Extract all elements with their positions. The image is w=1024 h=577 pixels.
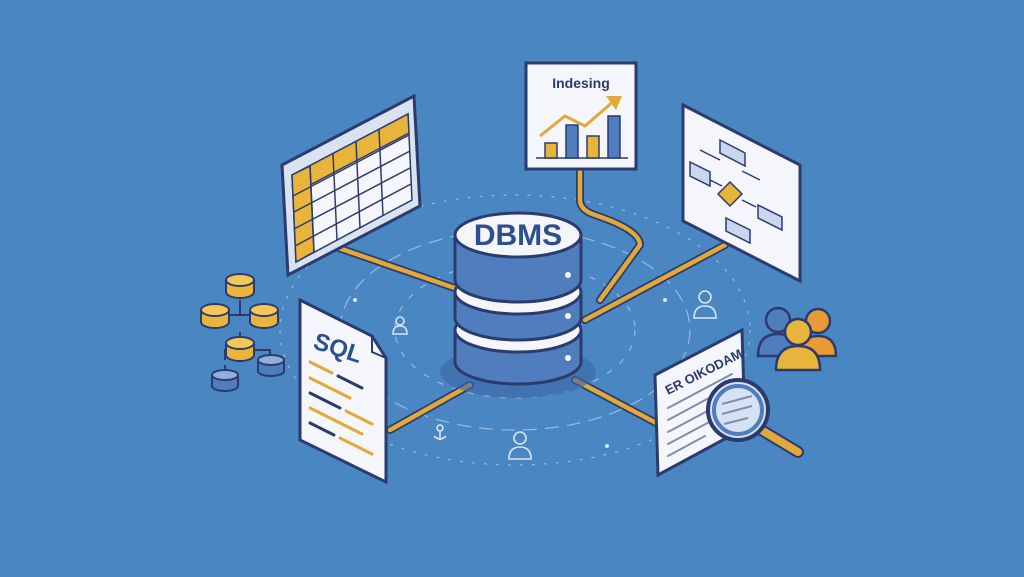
dbms-cylinder bbox=[440, 211, 596, 398]
orbit-dots bbox=[353, 298, 667, 448]
indexing-label: Indesing bbox=[552, 75, 610, 91]
database-hierarchy-icon bbox=[200, 273, 285, 392]
bar-chart-icon bbox=[536, 96, 628, 159]
user-icon bbox=[392, 290, 717, 460]
flowchart-panel bbox=[681, 102, 802, 284]
table-panel bbox=[280, 93, 422, 278]
dbms-label: DBMS bbox=[474, 219, 562, 252]
sql-document-icon bbox=[298, 297, 388, 485]
connectors bbox=[326, 166, 729, 434]
magnifier-icon bbox=[706, 378, 804, 458]
users-group-icon bbox=[756, 306, 838, 372]
er-document bbox=[653, 327, 747, 478]
table-icon bbox=[291, 112, 413, 264]
flowchart-icon bbox=[689, 138, 783, 245]
indexing-card bbox=[524, 61, 638, 171]
